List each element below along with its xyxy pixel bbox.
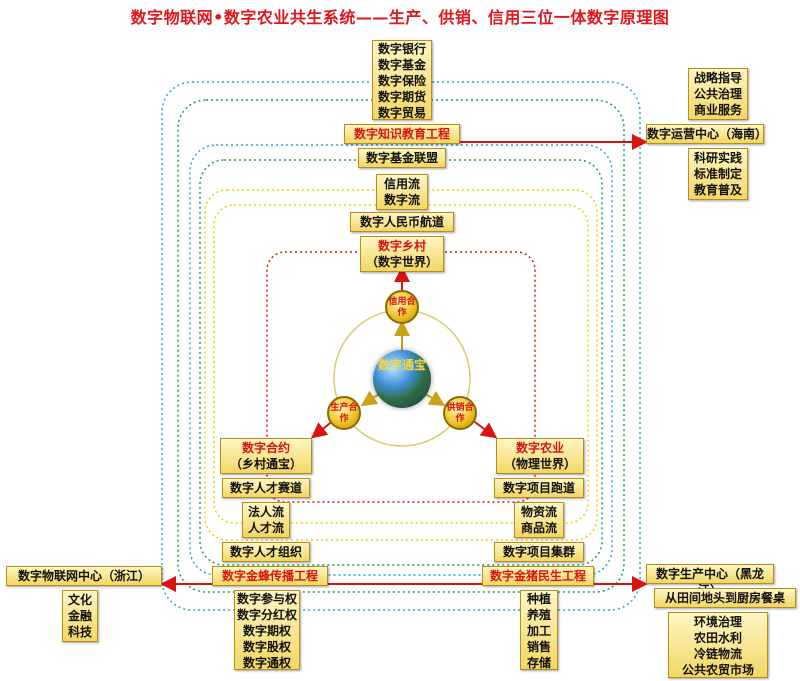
knowledge-project-label: 数字知识教育工程 (353, 127, 450, 141)
production-node-label: 生产合作 (330, 403, 358, 424)
ops-item: 商业服务 (693, 103, 742, 117)
production-item: 养殖 (526, 608, 551, 622)
credit-node-label: 信用合作 (388, 297, 416, 318)
iot-center-label: 数字物联网中心（浙江） (17, 569, 150, 583)
contract-title: 数字合约 (241, 441, 290, 455)
legal-flow-box: 法人流 人才流 (242, 502, 290, 538)
agriculture-title: 数字农业 (515, 441, 564, 455)
production-center-item: 农田水利 (693, 631, 742, 645)
finance-item: 数字保险 (377, 74, 426, 88)
production-center-sub: 从田间地头到厨房餐桌 (664, 591, 785, 605)
goods-flow-box: 物资流 商品流 (514, 502, 564, 538)
production-item: 种植 (526, 592, 551, 606)
iot-items-box: 文化 金融 科技 (62, 590, 98, 642)
contract-sub: （乡村通宝） (229, 457, 302, 471)
flow-item: 法人流 (247, 505, 284, 519)
production-center-box: 数字生产中心（黑龙江） (646, 564, 774, 597)
finance-stack: 数字银行 数字基金 数字保险 数字期货 数字贸易 (372, 40, 432, 120)
rights-item: 数字分红权 (236, 608, 297, 622)
rmb-channel-label: 数字人民币航道 (359, 215, 444, 229)
production-stack: 种植 养殖 加工 销售 存储 (520, 590, 558, 670)
project-cluster-box: 数字项目集群 (494, 542, 584, 562)
ops-item: 标准制定 (693, 167, 742, 181)
core-label: 数字通宝 (377, 358, 426, 372)
rights-item: 数字参与权 (236, 592, 297, 606)
left-project-box: 数字金蜂传播工程 (212, 566, 328, 586)
flow-item: 人才流 (247, 521, 284, 535)
contract-box: 数字合约 （乡村通宝） (220, 438, 312, 474)
ops-item: 科研实践 (693, 151, 742, 165)
agriculture-box: 数字农业 （物理世界） (496, 438, 584, 474)
finance-item: 数字银行 (377, 42, 426, 56)
agriculture-sub: （物理世界） (503, 457, 576, 471)
rights-item: 数字股权 (242, 640, 291, 654)
fund-alliance-label: 数字基金联盟 (365, 151, 438, 165)
rights-stack: 数字参与权 数字分红权 数字期权 数字股权 数字通权 (234, 590, 300, 670)
production-center-item: 冷链物流 (693, 647, 742, 661)
talent-org-label: 数字人才组织 (229, 545, 302, 559)
project-race-box: 数字项目跑道 (494, 478, 584, 498)
ops-center-label: 数字运营中心（海南） (647, 127, 768, 141)
spoke-to-agriculture (471, 419, 498, 439)
page-title: 数字物联网•数字农业共生系统——生产、供销、信用三位一体数字原理图 (130, 8, 670, 27)
village-title: 数字乡村 (377, 239, 426, 253)
knowledge-project-box: 数字知识教育工程 (344, 124, 460, 144)
finance-item: 数字基金 (377, 58, 426, 72)
yellow-loop-1 (204, 189, 598, 541)
production-center-item: 公共农贸市场 (681, 663, 754, 677)
ops-item: 公共治理 (693, 87, 742, 101)
left-project-label: 数字金蜂传播工程 (221, 569, 318, 583)
production-center-sub-box: 从田间地头到厨房餐桌 (654, 588, 796, 608)
talent-race-box: 数字人才赛道 (222, 478, 310, 498)
talent-race-label: 数字人才赛道 (229, 481, 302, 495)
ops-item: 战略指导 (693, 71, 742, 85)
village-box: 数字乡村 （数字世界） (360, 236, 444, 272)
supply-cooperation-node: 供销合作 (443, 396, 477, 430)
iot-item: 金融 (67, 609, 92, 623)
ops-item: 教育普及 (693, 183, 742, 197)
rights-item: 数字通权 (242, 656, 291, 670)
flow-item: 数字流 (383, 193, 420, 207)
flow-item: 信用流 (383, 177, 420, 191)
project-cluster-label: 数字项目集群 (502, 545, 575, 559)
iot-item: 文化 (67, 593, 92, 607)
ops-below-box: 科研实践 标准制定 教育普及 (688, 148, 748, 200)
right-project-box: 数字金猪民生工程 (482, 566, 594, 586)
rights-item: 数字期权 (242, 624, 291, 638)
project-race-label: 数字项目跑道 (502, 481, 575, 495)
credit-cooperation-node: 信用合作 (385, 290, 419, 324)
village-sub: （数字世界） (365, 255, 438, 269)
fund-alliance-box: 数字基金联盟 (358, 148, 446, 168)
production-center-item: 环境治理 (693, 615, 742, 629)
cyan-loop-2 (189, 144, 613, 576)
ops-above-box: 战略指导 公共治理 商业服务 (688, 68, 748, 120)
production-cooperation-node: 生产合作 (327, 396, 361, 430)
production-item: 销售 (526, 640, 551, 654)
talent-org-box: 数字人才组织 (222, 542, 310, 562)
finance-item: 数字期货 (377, 90, 426, 104)
iot-item: 科技 (67, 625, 92, 639)
credit-flow-box: 信用流 数字流 (376, 174, 428, 210)
production-item: 存储 (526, 656, 551, 670)
right-project-label: 数字金猪民生工程 (489, 569, 586, 583)
production-item: 加工 (526, 624, 551, 638)
flow-item: 物资流 (520, 505, 557, 519)
iot-center-box: 数字物联网中心（浙江） (6, 566, 162, 586)
ops-center-box: 数字运营中心（海南） (646, 124, 768, 144)
supply-node-label: 供销合作 (446, 403, 474, 424)
production-center-items-box: 环境治理 农田水利 冷链物流 公共农贸市场 (668, 612, 768, 678)
flow-item: 商品流 (520, 521, 557, 535)
core-globe: 数字通宝 (373, 350, 431, 408)
finance-item: 数字贸易 (377, 106, 426, 120)
rmb-channel-box: 数字人民币航道 (350, 212, 454, 232)
